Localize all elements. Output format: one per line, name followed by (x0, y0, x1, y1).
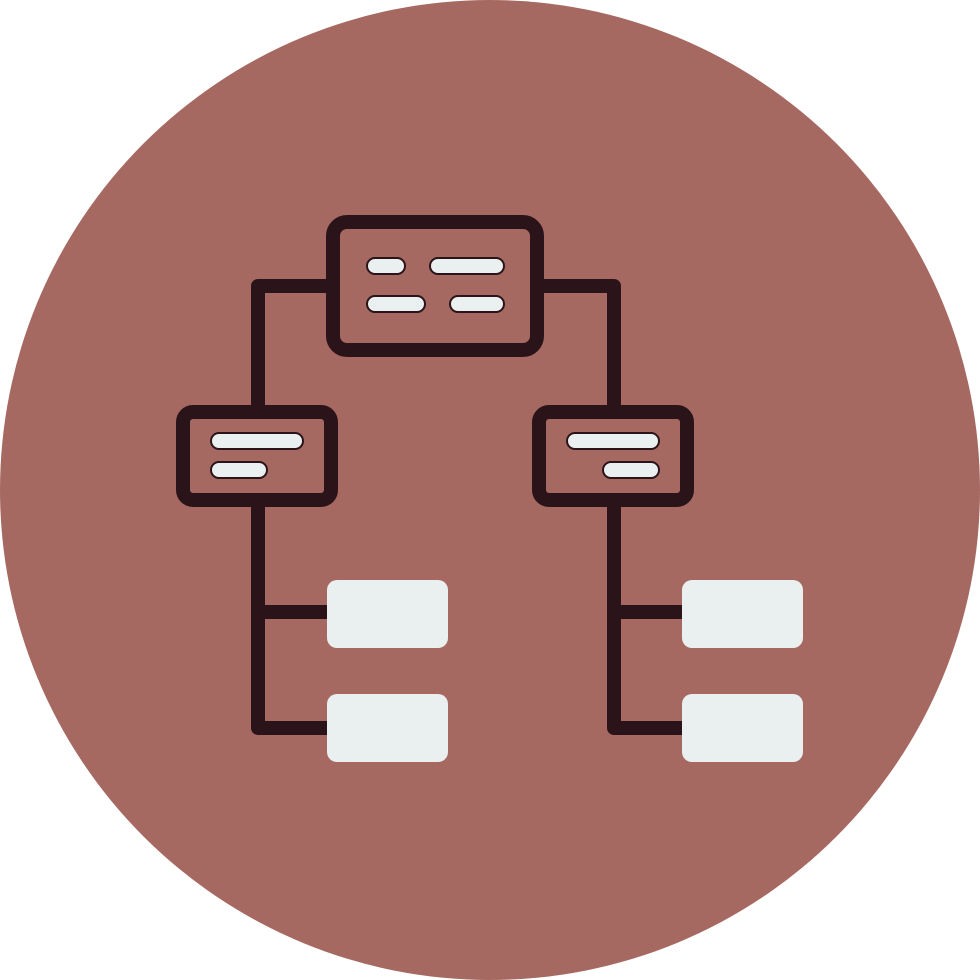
top-node-text-lines (366, 257, 505, 313)
connector-top-to-left (251, 279, 337, 417)
leaf-boxes (327, 580, 803, 762)
connector-lines (251, 279, 693, 735)
right-node-box (532, 405, 694, 507)
top-node (326, 215, 544, 357)
leaf-box-right-2 (682, 694, 803, 762)
connector-top-to-right (535, 279, 621, 417)
left-node-text-lines (210, 432, 304, 479)
left-node (176, 405, 338, 507)
top-node-box (326, 215, 544, 357)
leaf-box-left-1 (327, 580, 448, 648)
right-node (532, 405, 694, 507)
left-node-box (176, 405, 338, 507)
right-node-text-lines (566, 432, 660, 479)
leaf-box-right-1 (682, 580, 803, 648)
connector-left-trunk (251, 493, 337, 735)
leaf-box-left-2 (327, 694, 448, 762)
connector-right-trunk (607, 493, 693, 735)
